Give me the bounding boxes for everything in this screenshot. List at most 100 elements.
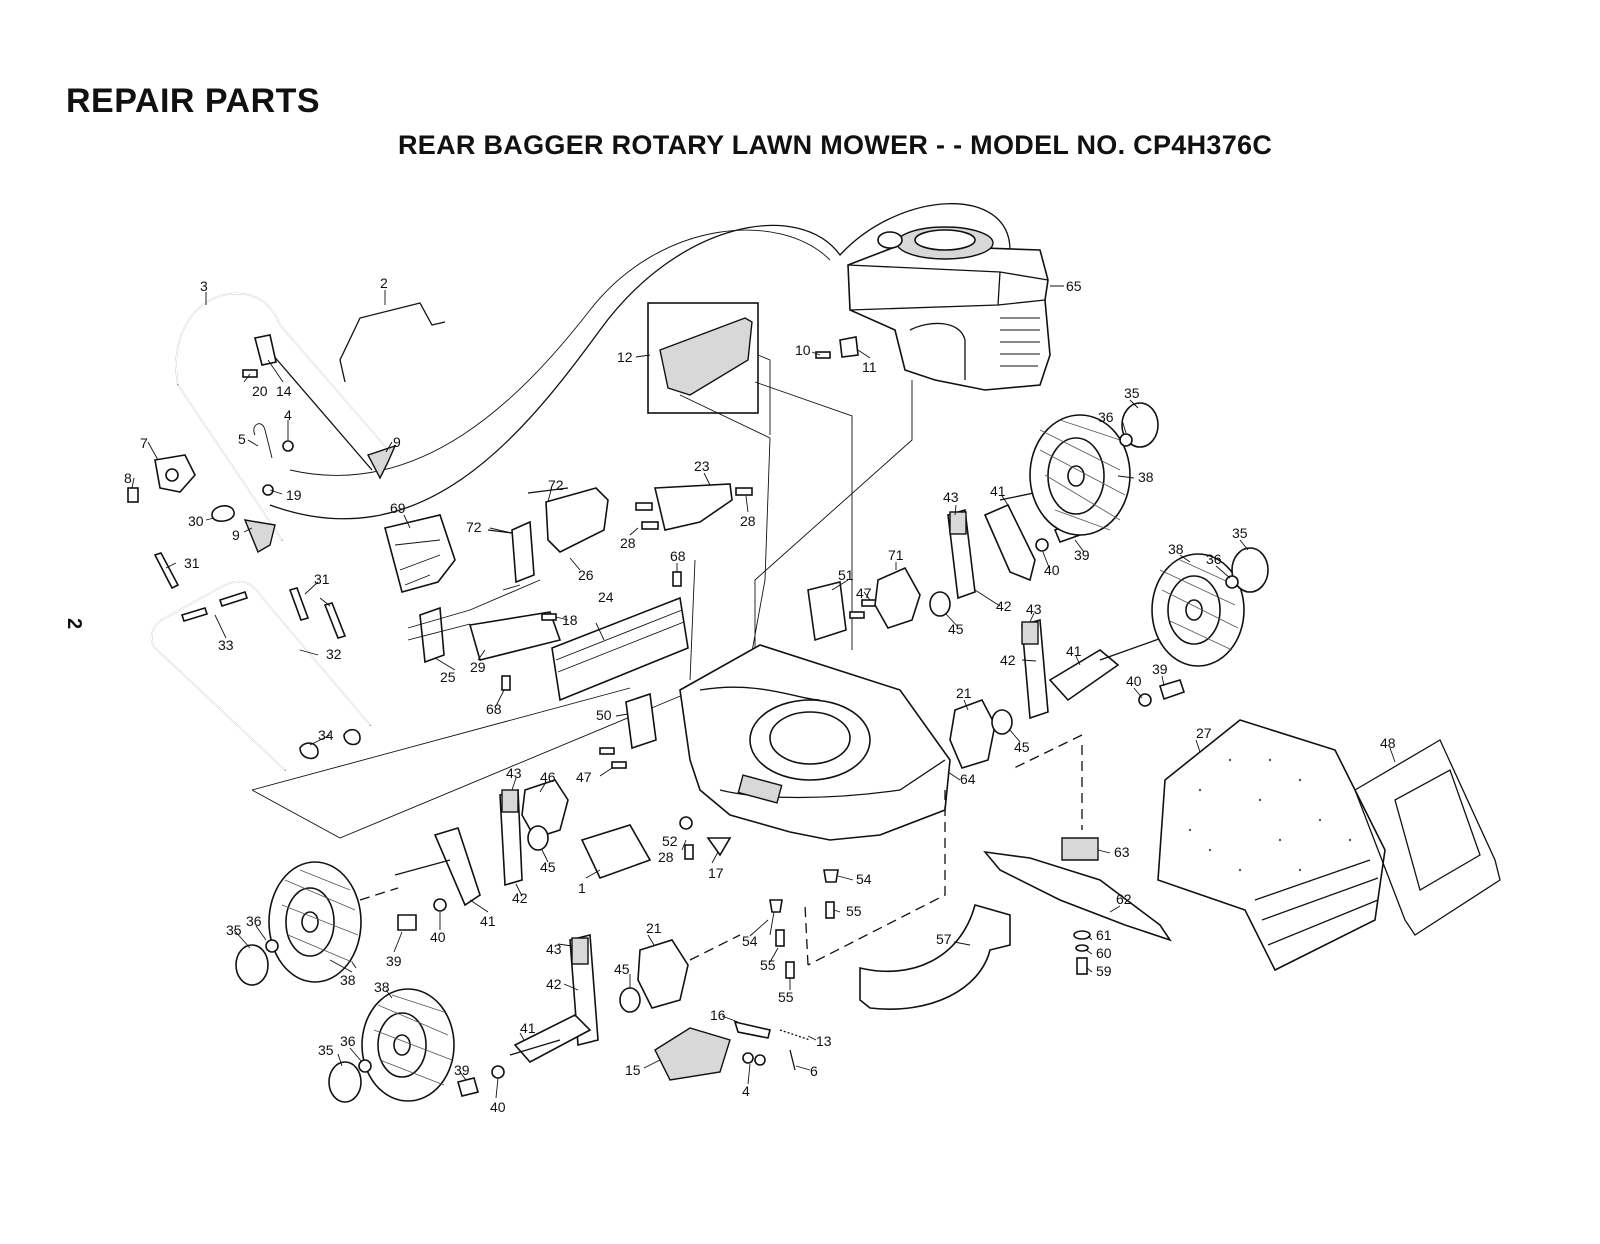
callout-36: 36 [340, 1033, 356, 1049]
callout-6: 6 [810, 1063, 818, 1079]
bolt-28b [641, 521, 659, 530]
handle-bolt-33b [218, 590, 249, 608]
callout-26: 26 [578, 567, 594, 583]
callout-72: 72 [466, 519, 482, 535]
callout-33: 33 [218, 637, 234, 653]
callout-1: 1 [578, 880, 586, 896]
washer-40d [491, 1065, 505, 1079]
washer-61 [1073, 930, 1091, 940]
callout-31: 31 [314, 571, 330, 587]
callout-25: 25 [440, 669, 456, 685]
callout-42: 42 [546, 976, 562, 992]
callout-34: 34 [318, 727, 334, 743]
washer-40a [1035, 538, 1049, 552]
washer-40b [1138, 693, 1152, 707]
bolt-55b [775, 929, 785, 947]
spacer-45c [527, 825, 549, 851]
hinge-bracket-72 [511, 520, 535, 584]
deflector-69-lines [394, 539, 441, 586]
callout-36: 36 [246, 913, 262, 929]
clip-54b [769, 899, 783, 913]
mulch-plug-15 [654, 1027, 731, 1081]
chute-cover-1 [580, 824, 652, 879]
callout-47: 47 [576, 769, 592, 785]
handle-knob-lower [243, 519, 276, 554]
callout-28: 28 [740, 513, 756, 529]
control-bar [339, 302, 446, 383]
height-plate-46 [521, 779, 569, 839]
engine-bracket-11 [839, 336, 859, 358]
callout-40: 40 [1044, 562, 1060, 578]
callout-3: 3 [200, 278, 208, 294]
callout-14: 14 [276, 383, 292, 399]
callout-68: 68 [670, 548, 686, 564]
callout-40: 40 [490, 1099, 506, 1115]
callout-46: 46 [540, 769, 556, 785]
spacer-45b [991, 709, 1013, 735]
callout-50: 50 [596, 707, 612, 723]
lever-grip-43a [949, 511, 967, 535]
throttle-cable-return [289, 229, 831, 476]
hub-nut-36b [1225, 575, 1239, 589]
bolt-68a [672, 571, 682, 587]
bolt-55c [785, 961, 795, 979]
lever-grip-43b [1021, 621, 1039, 645]
callout-35: 35 [226, 922, 242, 938]
callout-69: 69 [390, 500, 406, 516]
callout-45: 45 [948, 621, 964, 637]
callout-27: 27 [1196, 725, 1212, 741]
bolt-28c [735, 487, 753, 496]
callout-39: 39 [386, 953, 402, 969]
handle-knob-upper [366, 444, 397, 480]
page-title: REPAIR PARTS [66, 82, 321, 120]
callout-12: 12 [617, 349, 633, 365]
spring-13 [779, 1029, 811, 1041]
callout-4: 4 [284, 407, 292, 423]
callout-35: 35 [1232, 525, 1248, 541]
callout-43: 43 [943, 489, 959, 505]
wheel-alignment-dashes [359, 734, 1083, 966]
nut-19 [262, 484, 274, 496]
blade-62 [983, 850, 1172, 942]
axle-shaft-c [394, 859, 451, 876]
lever-grip-43d [571, 937, 589, 965]
callout-39: 39 [1074, 547, 1090, 563]
blade-bolt-59 [1076, 957, 1088, 975]
callout-41: 41 [1066, 643, 1082, 659]
lever-grip-43c [501, 789, 519, 813]
throttle-cable [269, 203, 1011, 520]
callout-35: 35 [1124, 385, 1140, 401]
callout-52: 52 [662, 833, 678, 849]
callout-38: 38 [374, 979, 390, 995]
handle-reference-line [251, 687, 691, 839]
wedge-17 [706, 837, 732, 857]
axle-bracket-c [433, 827, 481, 907]
callout-5: 5 [238, 431, 246, 447]
callout-63: 63 [1114, 844, 1130, 860]
washer-40c [433, 898, 447, 912]
spring-5 [253, 423, 273, 459]
callout-47: 47 [856, 585, 872, 601]
callout-42: 42 [996, 598, 1012, 614]
callout-19: 19 [286, 487, 302, 503]
callout-42: 42 [1000, 652, 1016, 668]
callout-54: 54 [856, 871, 872, 887]
handle-bolt-33a [180, 607, 209, 622]
callout-62: 62 [1116, 891, 1132, 907]
callout-11: 11 [862, 359, 877, 375]
bag-frame [1354, 739, 1501, 936]
hinge-rod-29 [468, 611, 562, 661]
callout-17: 17 [708, 865, 724, 881]
callout-55: 55 [846, 903, 862, 919]
bag-frame-inner [1394, 769, 1481, 891]
callout-59: 59 [1096, 963, 1112, 979]
callout-39: 39 [454, 1062, 470, 1078]
wheel-rear-left [268, 861, 362, 983]
callout-7: 7 [140, 435, 148, 451]
callout-41: 41 [990, 483, 1006, 499]
bolt-55a [825, 901, 835, 919]
hub-cap-35d [328, 1061, 362, 1103]
axle-bracket-b [1048, 649, 1120, 702]
bolt-28a [635, 502, 653, 511]
